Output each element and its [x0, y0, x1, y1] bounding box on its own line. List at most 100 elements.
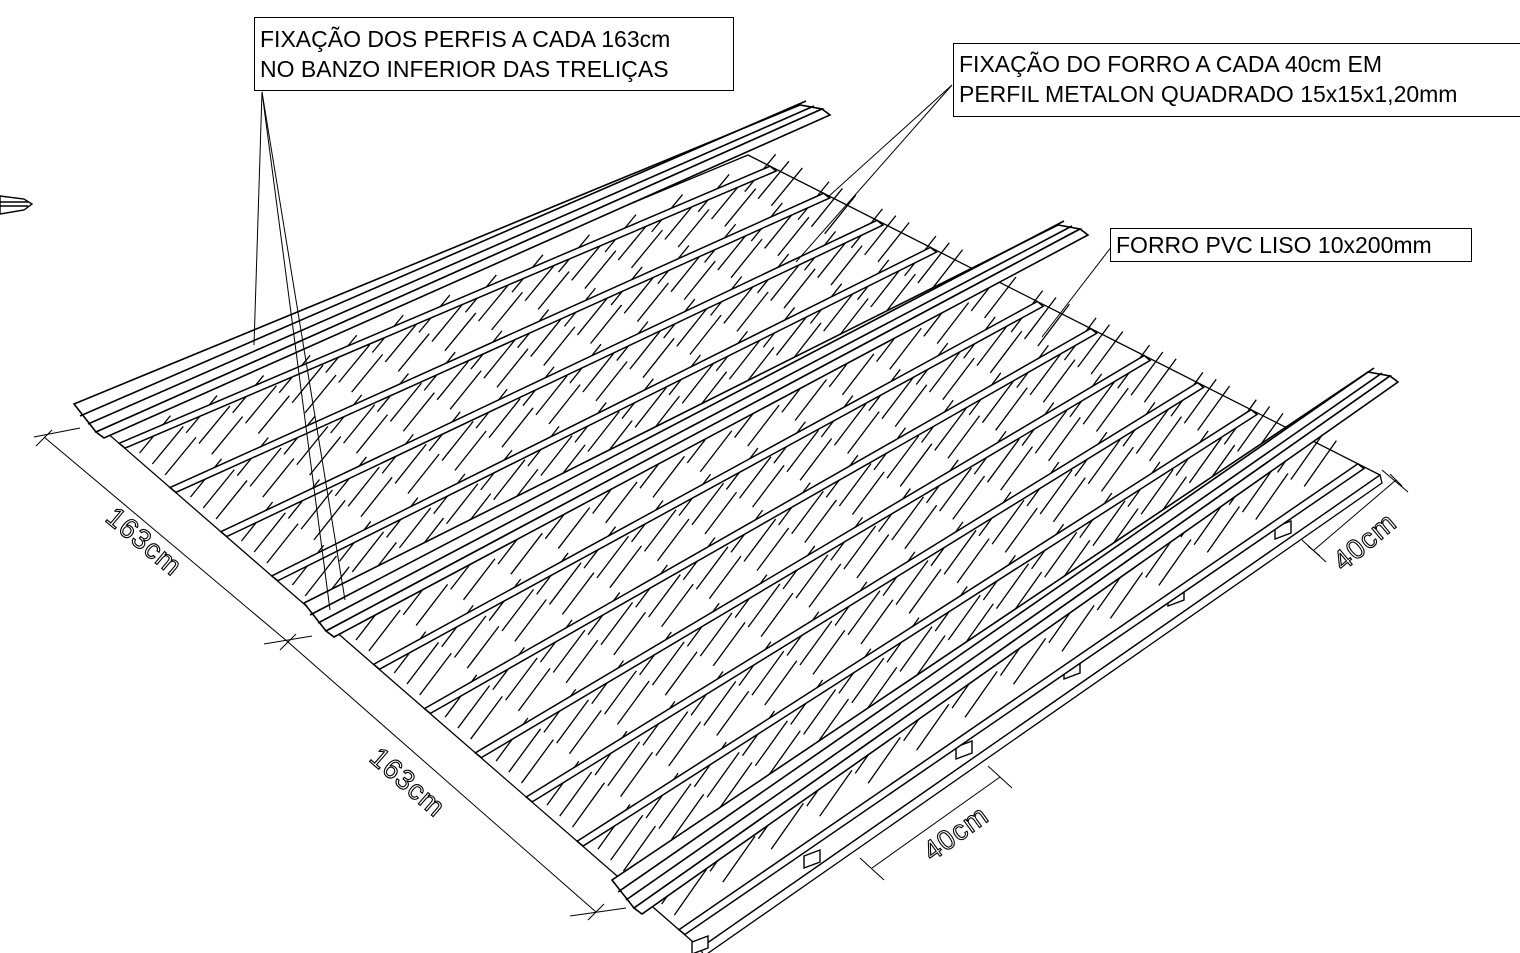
panel-joint: [681, 362, 715, 404]
panel-joint: [1037, 303, 1070, 347]
panel-joint: [648, 574, 681, 618]
panel-joint: [1023, 297, 1057, 340]
panel-joint: [856, 534, 890, 579]
metalon-profile: [423, 327, 1099, 715]
panel-joint: [343, 404, 376, 444]
panel-joint-row: [610, 406, 1271, 861]
truss-channel: [302, 220, 1090, 638]
panel-joint: [249, 447, 282, 487]
panel-joint: [524, 262, 557, 302]
panel-joint: [211, 416, 244, 455]
panel-joint: [389, 382, 422, 422]
panel-joint-row: [508, 351, 1164, 773]
panel-joint: [810, 188, 843, 228]
panel-joint: [478, 283, 510, 322]
panel-joint-row: [202, 188, 843, 509]
panel-joint: [441, 420, 474, 461]
leader-lines: [253, 84, 1113, 611]
panel-joint: [1183, 378, 1217, 424]
channel-lip: [625, 372, 1383, 901]
panel-joint: [571, 782, 605, 828]
panel-joint: [668, 721, 702, 767]
panel-joint: [552, 629, 586, 673]
panel-joint: [656, 518, 690, 562]
panel-joint: [956, 538, 990, 584]
panel-joint: [1140, 469, 1174, 515]
panel-joint: [493, 459, 526, 501]
panel-joint: [703, 680, 737, 726]
panel-joint: [397, 333, 430, 372]
panel-joint: [446, 483, 479, 525]
panel-joint: [604, 670, 637, 715]
callout-truss-fixing-line2: NO BANZO INFERIOR DAS TRELIÇAS: [260, 56, 669, 82]
truss-channel: [72, 100, 832, 439]
metalon-profile: [474, 354, 1152, 759]
panel-joint: [889, 327, 922, 370]
panel-joint: [557, 507, 591, 549]
panel-joint: [699, 612, 733, 657]
panel-joint: [262, 458, 295, 498]
panel-joint: [991, 499, 1025, 545]
panel-joint: [836, 298, 869, 340]
callout-truss-fixing-line1: FIXAÇÃO DOS PERFIS A CADA 163cm: [260, 26, 671, 52]
panel-joint: [989, 330, 1023, 374]
channel-lip: [317, 225, 1073, 624]
panel-joint: [491, 291, 524, 331]
panel-joint: [934, 407, 967, 451]
panel-joint: [559, 771, 593, 817]
panel-joint: [795, 554, 829, 599]
panel-joint: [1042, 359, 1076, 403]
panel-joint: [899, 443, 933, 487]
panel-joint: [819, 769, 853, 817]
panel-joint: [596, 535, 630, 579]
panel-joint: [995, 387, 1028, 431]
callout-truss-fixing: FIXAÇÃO DOS PERFIS A CADA 163cm NO BANZO…: [254, 17, 734, 91]
panel-joint: [466, 625, 500, 669]
panel-joint: [661, 583, 694, 628]
panel-joint: [928, 350, 962, 393]
panel-joint: [1048, 416, 1081, 462]
panel-joint: [942, 357, 975, 401]
panel-joint: [571, 242, 604, 281]
panel-joint: [939, 467, 972, 512]
panel-joint: [864, 666, 898, 713]
panel-joint: [636, 282, 669, 322]
panel-joint-row: [215, 194, 857, 520]
panel-joint: [689, 314, 722, 355]
panel-joint: [1158, 539, 1192, 586]
panel-joint: [754, 720, 788, 767]
panel-joint: [947, 415, 981, 459]
panel-joint: [610, 814, 644, 861]
panel-joint: [803, 689, 837, 735]
panel-joint: [584, 250, 617, 289]
callout-metalon-fixing: FIXAÇÃO DO FORRO A CADA 40cm EM PERFIL M…: [953, 43, 1520, 117]
panel-joint: [695, 546, 729, 590]
callout-metalon-fixing-line2: PERFIL METALON QUADRADO 15x15x1,20mm: [959, 81, 1458, 107]
panel-joint: [847, 411, 880, 454]
panel-joint: [838, 463, 872, 507]
panel-joint: [1188, 437, 1222, 484]
panel-joint: [730, 238, 763, 279]
panel-joint: [1090, 331, 1124, 375]
panel-joint: [548, 384, 581, 425]
panel-joint: [1095, 387, 1129, 432]
panel-joint: [530, 317, 563, 357]
panel-joint: [620, 751, 654, 797]
panel-joint: [823, 290, 856, 332]
panel-joint: [683, 260, 716, 301]
panel-joint: [881, 376, 915, 420]
panel-joint: [1206, 506, 1241, 553]
panel-joint: [899, 626, 933, 672]
panel-joint: [671, 793, 705, 840]
ceiling-edge-thickness: [699, 473, 1383, 953]
panel-joint: [947, 594, 981, 641]
panel-joint: [607, 741, 641, 787]
panel-joint: [1000, 446, 1033, 491]
panel-joint: [304, 555, 337, 597]
panel-joint: [1143, 358, 1177, 403]
panel-joint: [743, 518, 777, 562]
panel-joint: [677, 208, 710, 248]
panel-joint: [706, 751, 740, 798]
panel-joint: [691, 482, 725, 526]
channel-flange: [324, 228, 1090, 638]
